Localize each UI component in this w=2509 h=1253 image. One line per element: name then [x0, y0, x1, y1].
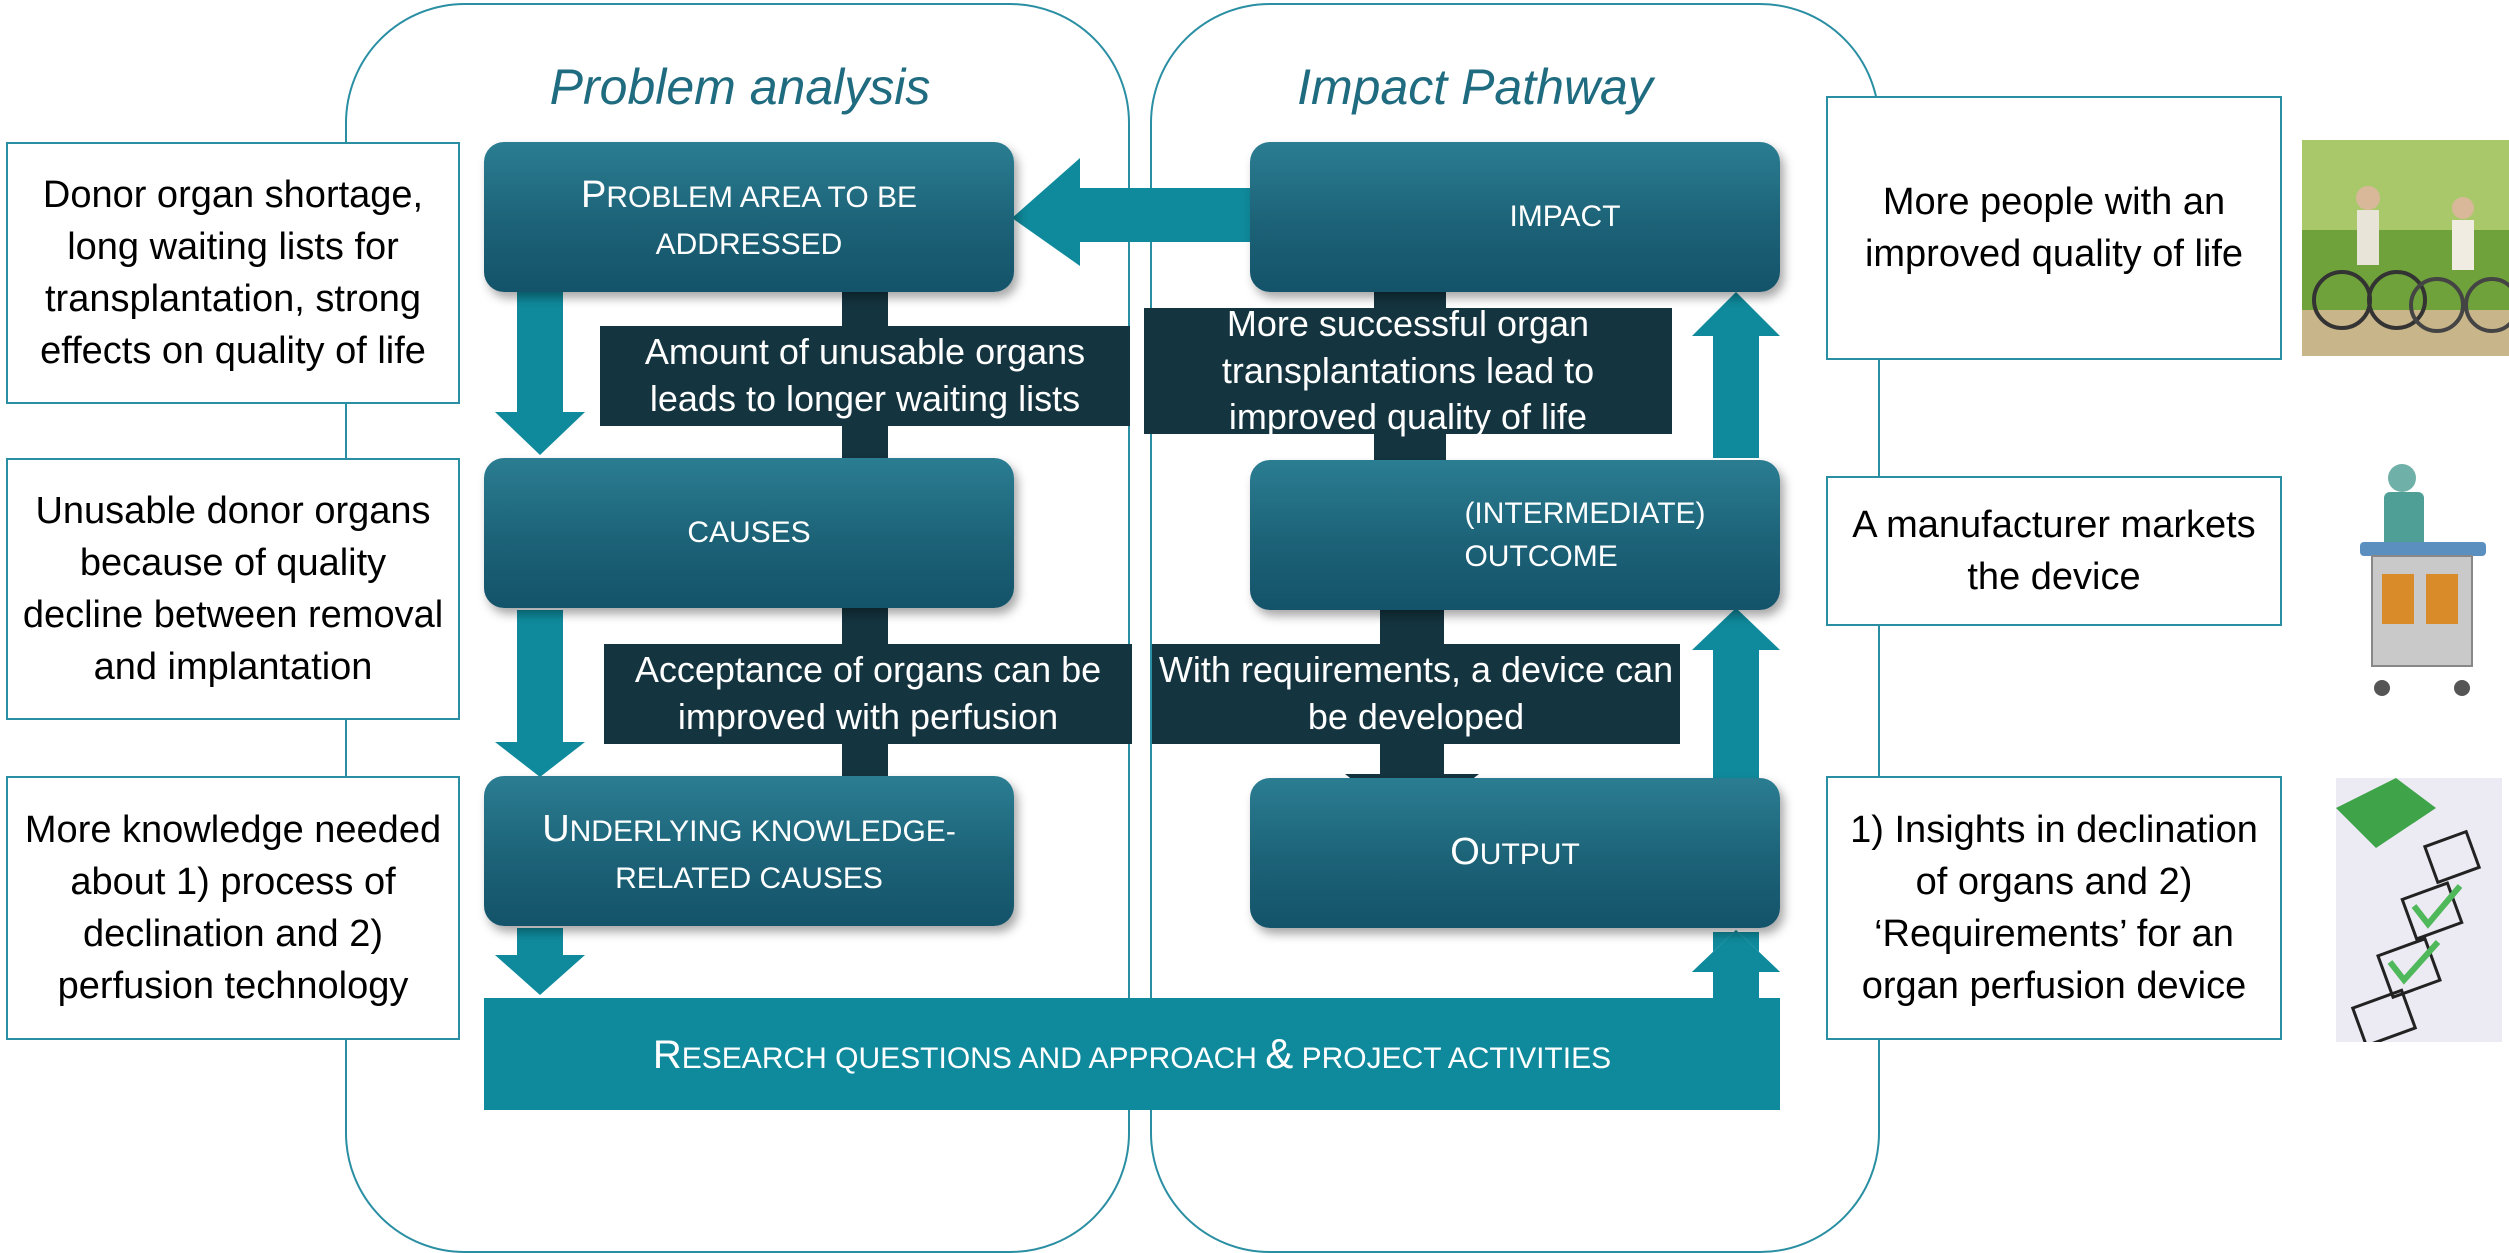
left-box-problem: Donor organ shortage, long waiting lists…	[6, 142, 460, 404]
arrow-up-3	[1692, 292, 1780, 458]
output-box: Output	[1250, 778, 1780, 928]
surgeon-with-perfusion-device-photo	[2352, 456, 2492, 706]
arrow-up-2	[1692, 608, 1780, 778]
arrow-up-1b	[1692, 930, 1780, 998]
label-device-developed: With requirements, a device can be devel…	[1152, 644, 1680, 744]
arrow-down-2	[495, 610, 585, 777]
research-bar: Research questions and approach & projec…	[484, 998, 1780, 1110]
right-box-output: 1) Insights in declination of organs and…	[1826, 776, 2282, 1040]
causes-box: causes	[484, 458, 1014, 608]
impact-box: impact	[1250, 142, 1780, 292]
right-box-outcome: A manufacturer markets the device	[1826, 476, 2282, 626]
left-connector-line	[345, 400, 347, 1100]
arrow-down-3	[495, 928, 585, 995]
right-box-impact: More people with an improved quality of …	[1826, 96, 2282, 360]
arrow-up-1	[1692, 930, 1780, 972]
checklist-with-pen-photo	[2336, 778, 2502, 1042]
elderly-couple-cycling-photo	[2302, 140, 2509, 356]
problem-analysis-title: Problem analysis	[549, 59, 931, 115]
left-box-causes: Unusable donor organs because of quality…	[6, 458, 460, 720]
outcome-box: (intermediate) outcome	[1250, 460, 1780, 610]
underlying-causes-box: Underlying knowledge- related causes	[484, 776, 1014, 926]
problem-area-box: Problem area to be addressed	[484, 142, 1014, 292]
left-box-knowledge: More knowledge needed about 1) process o…	[6, 776, 460, 1040]
research-bar-text: Research questions and approach & projec…	[652, 1030, 1612, 1077]
label-acceptance-organs: Acceptance of organs can be improved wit…	[604, 644, 1132, 744]
impact-pathway-title: Impact Pathway	[1297, 59, 1653, 115]
arrow-left-impact	[1012, 158, 1252, 266]
arrow-down-1	[495, 292, 585, 455]
label-successful-transplantations: More successful organ transplantations l…	[1144, 303, 1672, 437]
label-unusable-organs: Amount of unusable organs leads to longe…	[600, 326, 1130, 426]
